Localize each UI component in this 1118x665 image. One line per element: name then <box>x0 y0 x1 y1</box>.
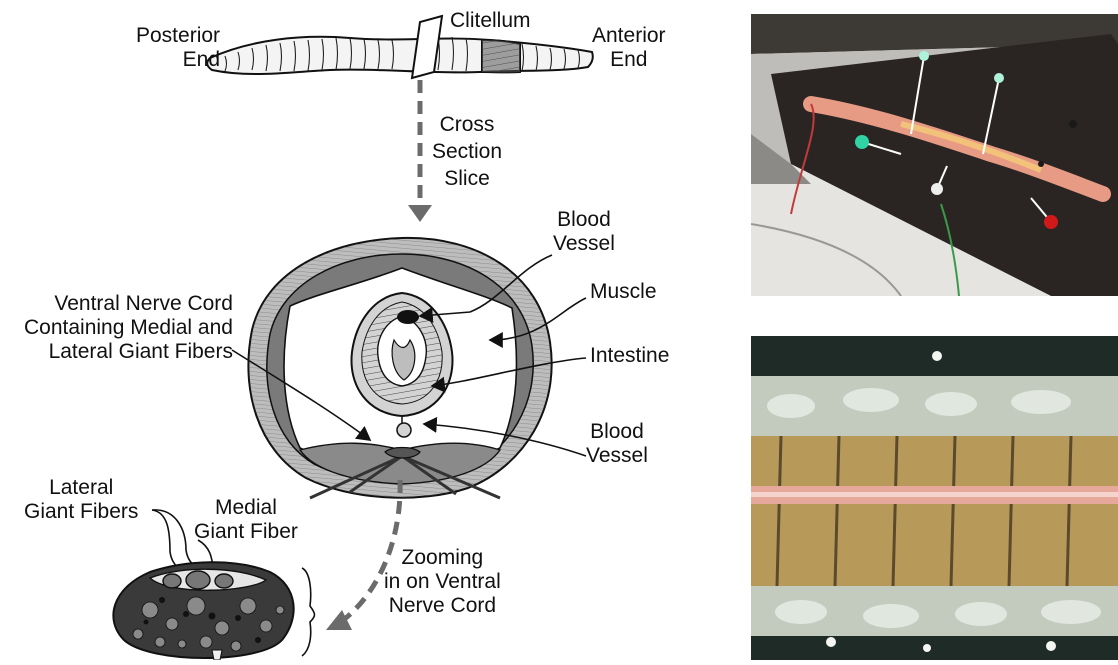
label-lateral-giant-fibers: Lateral Giant Fibers <box>24 476 138 524</box>
bracket <box>302 568 315 656</box>
label-blood-vessel-bottom: Blood Vessel <box>586 420 648 468</box>
medial-giant-fiber <box>186 571 210 589</box>
ventral-nerve-cord-microscope-photo <box>751 336 1118 660</box>
label-ventral-nerve-cord: Ventral Nerve Cord Containing Medial and… <box>24 292 233 364</box>
label-cross-section-slice: Cross Section Slice <box>432 111 502 192</box>
earthworm-body <box>207 16 593 78</box>
label-posterior-end: Posterior End <box>136 24 220 72</box>
label-muscle: Muscle <box>590 280 657 304</box>
label-line: Cross <box>432 111 502 138</box>
label-line: Vessel <box>586 444 648 468</box>
label-line: Anterior <box>592 24 666 48</box>
dissection-tray-photo <box>751 14 1118 296</box>
label-line: End <box>592 48 666 72</box>
ventral-blood-vessel <box>397 423 411 437</box>
label-line: Section <box>432 138 502 165</box>
label-line: Blood <box>553 208 615 232</box>
label-line: Slice <box>432 165 502 192</box>
dissection-tray-image <box>751 14 1118 296</box>
lateral-giant-fiber-left <box>163 574 181 588</box>
lateral-giant-fiber-right <box>215 574 233 588</box>
label-line: Blood <box>586 420 648 444</box>
cross-section-arrow <box>408 80 432 222</box>
label-line: Giant Fiber <box>194 520 298 544</box>
label-clitellum: Clitellum <box>450 9 531 33</box>
label-line: Lateral Giant Fibers <box>24 340 233 364</box>
label-line: End <box>136 48 220 72</box>
label-zooming: Zooming in on Ventral Nerve Cord <box>384 546 501 618</box>
label-line: Zooming <box>384 546 501 570</box>
label-line: Containing Medial and <box>24 316 233 340</box>
label-line: Ventral Nerve Cord <box>24 292 233 316</box>
label-line: Nerve Cord <box>384 594 501 618</box>
label-anterior-end: Anterior End <box>592 24 666 72</box>
earthworm-anatomy-diagram: Posterior End Clitellum Anterior End Cro… <box>0 0 740 660</box>
dorsal-blood-vessel <box>397 310 419 324</box>
label-blood-vessel-top: Blood Vessel <box>553 208 615 256</box>
label-line: Vessel <box>553 232 615 256</box>
label-line: in on Ventral <box>384 570 501 594</box>
label-line: Giant Fibers <box>24 500 138 524</box>
label-line: Posterior <box>136 24 220 48</box>
label-medial-giant-fiber: Medial Giant Fiber <box>194 496 298 544</box>
label-line: Medial <box>194 496 298 520</box>
label-intestine: Intestine <box>590 344 669 368</box>
cross-section <box>248 238 551 498</box>
nerve-cord-zoom <box>113 562 293 660</box>
label-line: Lateral <box>24 476 138 500</box>
ventral-nerve-cord-section <box>385 448 420 459</box>
microscope-image <box>751 336 1118 660</box>
